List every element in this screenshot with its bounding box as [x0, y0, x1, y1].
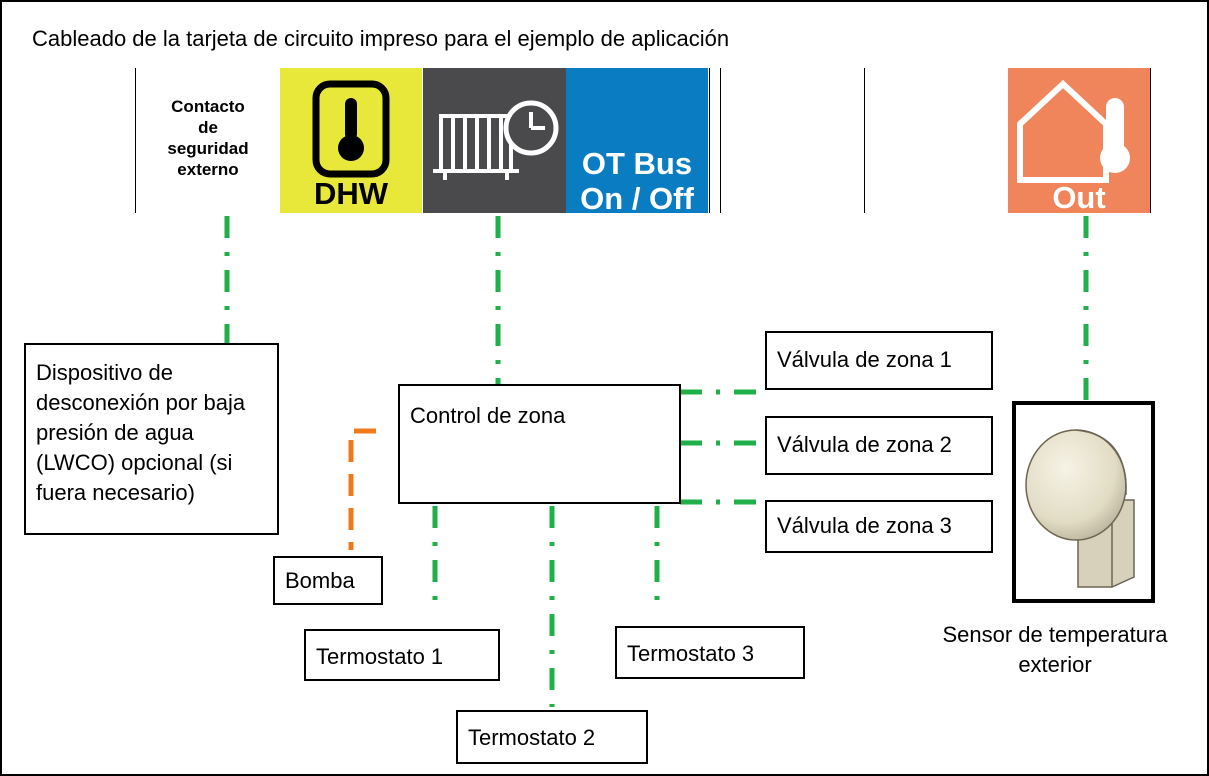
- dhw-label: DHW: [313, 176, 389, 211]
- contact-line: externo: [177, 160, 239, 179]
- lwco-line: Dispositivo de: [36, 360, 173, 385]
- lwco-line: fuera necesario): [36, 480, 195, 505]
- ot-bus-panel: OT Bus On / Off: [566, 68, 708, 216]
- outdoor-sensor-icon: [1025, 429, 1135, 588]
- header-divider: [709, 68, 710, 213]
- outdoor-panel: Out: [1008, 68, 1150, 215]
- thermostat-3-label: Termostato 3: [627, 641, 755, 666]
- header-divider: [720, 68, 721, 213]
- thermometer-icon: [312, 80, 390, 178]
- radiator-clock-icon: [433, 100, 559, 180]
- dhw-panel: DHW: [280, 68, 422, 213]
- ot-bus-label: OT Bus: [581, 146, 693, 181]
- pump-box: Bomba: [273, 556, 383, 605]
- thermostat-1-label: Termostato 1: [316, 644, 444, 669]
- pump-label: Bomba: [285, 568, 355, 593]
- zone-valve-2-box: Válvula de zona 2: [765, 416, 993, 475]
- contact-line: Contacto: [171, 97, 245, 116]
- outdoor-sensor-frame: [1012, 401, 1155, 603]
- diagram-title: Cableado de la tarjeta de circuito impre…: [32, 26, 730, 51]
- out-label: Out: [1052, 180, 1106, 215]
- zone-valve-2-label: Válvula de zona 2: [777, 432, 952, 457]
- lwco-device-box: Dispositivo de desconexión por baja pres…: [24, 343, 279, 535]
- zone-control-box: Control de zona: [398, 384, 681, 504]
- zone-valve-3-label: Válvula de zona 3: [777, 513, 952, 538]
- on-off-label: On / Off: [580, 181, 694, 216]
- header-divider: [864, 68, 865, 213]
- lwco-line: (LWCO) opcional (si: [36, 450, 233, 475]
- thermostat-3-box: Termostato 3: [615, 626, 805, 679]
- header-divider: [1150, 68, 1151, 213]
- caption-line: Sensor de temperatura: [942, 622, 1168, 647]
- contact-line: seguridad: [167, 139, 249, 158]
- thermostat-1-box: Termostato 1: [304, 629, 500, 681]
- outdoor-sensor-caption: Sensor de temperatura exterior: [905, 620, 1205, 680]
- zone-valve-3-box: Válvula de zona 3: [765, 500, 993, 553]
- thermostat-2-box: Termostato 2: [456, 710, 648, 764]
- header-divider: [135, 68, 136, 213]
- lwco-line: presión de agua: [36, 420, 194, 445]
- caption-line: exterior: [1018, 652, 1092, 677]
- house-thermometer-icon: [1017, 79, 1130, 183]
- thermostat-2-label: Termostato 2: [468, 725, 596, 750]
- heating-panel: [423, 68, 566, 213]
- contact-panel-label: Contacto de seguridad externo: [138, 96, 278, 180]
- zone-control-label: Control de zona: [410, 403, 566, 428]
- lwco-line: desconexión por baja: [36, 390, 246, 415]
- contact-line: de: [198, 118, 218, 137]
- zone-valve-1-box: Válvula de zona 1: [765, 331, 993, 390]
- zone-valve-1-label: Válvula de zona 1: [777, 347, 952, 372]
